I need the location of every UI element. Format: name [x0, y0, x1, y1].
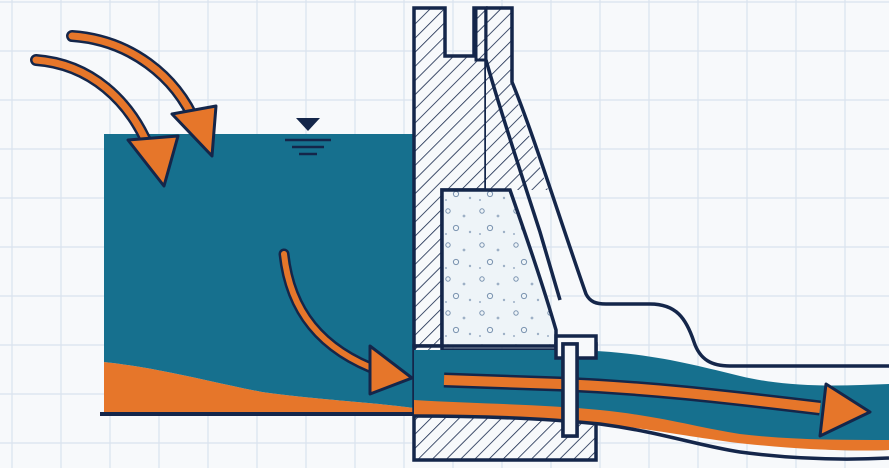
- outlet-channel-water: [414, 350, 889, 451]
- inflow-arrow-1: [30, 54, 180, 188]
- reservoir-water-lower: [104, 350, 414, 408]
- sluice-gate-stem: [561, 342, 579, 438]
- inflow-arrow-2: [66, 30, 218, 158]
- sediment-flow-arrow: [278, 248, 414, 396]
- concrete-core: [440, 188, 558, 348]
- reservoir-sediment: [104, 362, 414, 414]
- dam-inner-face: [474, 8, 488, 62]
- dam-sloped-face: [474, 8, 548, 190]
- outflow-arrow: [443, 372, 872, 438]
- dam-sloped-inner-line: [484, 59, 562, 301]
- dam-spillway-chute: [486, 6, 889, 368]
- outlet-sediment: [414, 400, 889, 451]
- outlet-channel-bed: [413, 414, 889, 461]
- water-level-icon: [285, 118, 331, 156]
- reservoir-water: [104, 134, 414, 350]
